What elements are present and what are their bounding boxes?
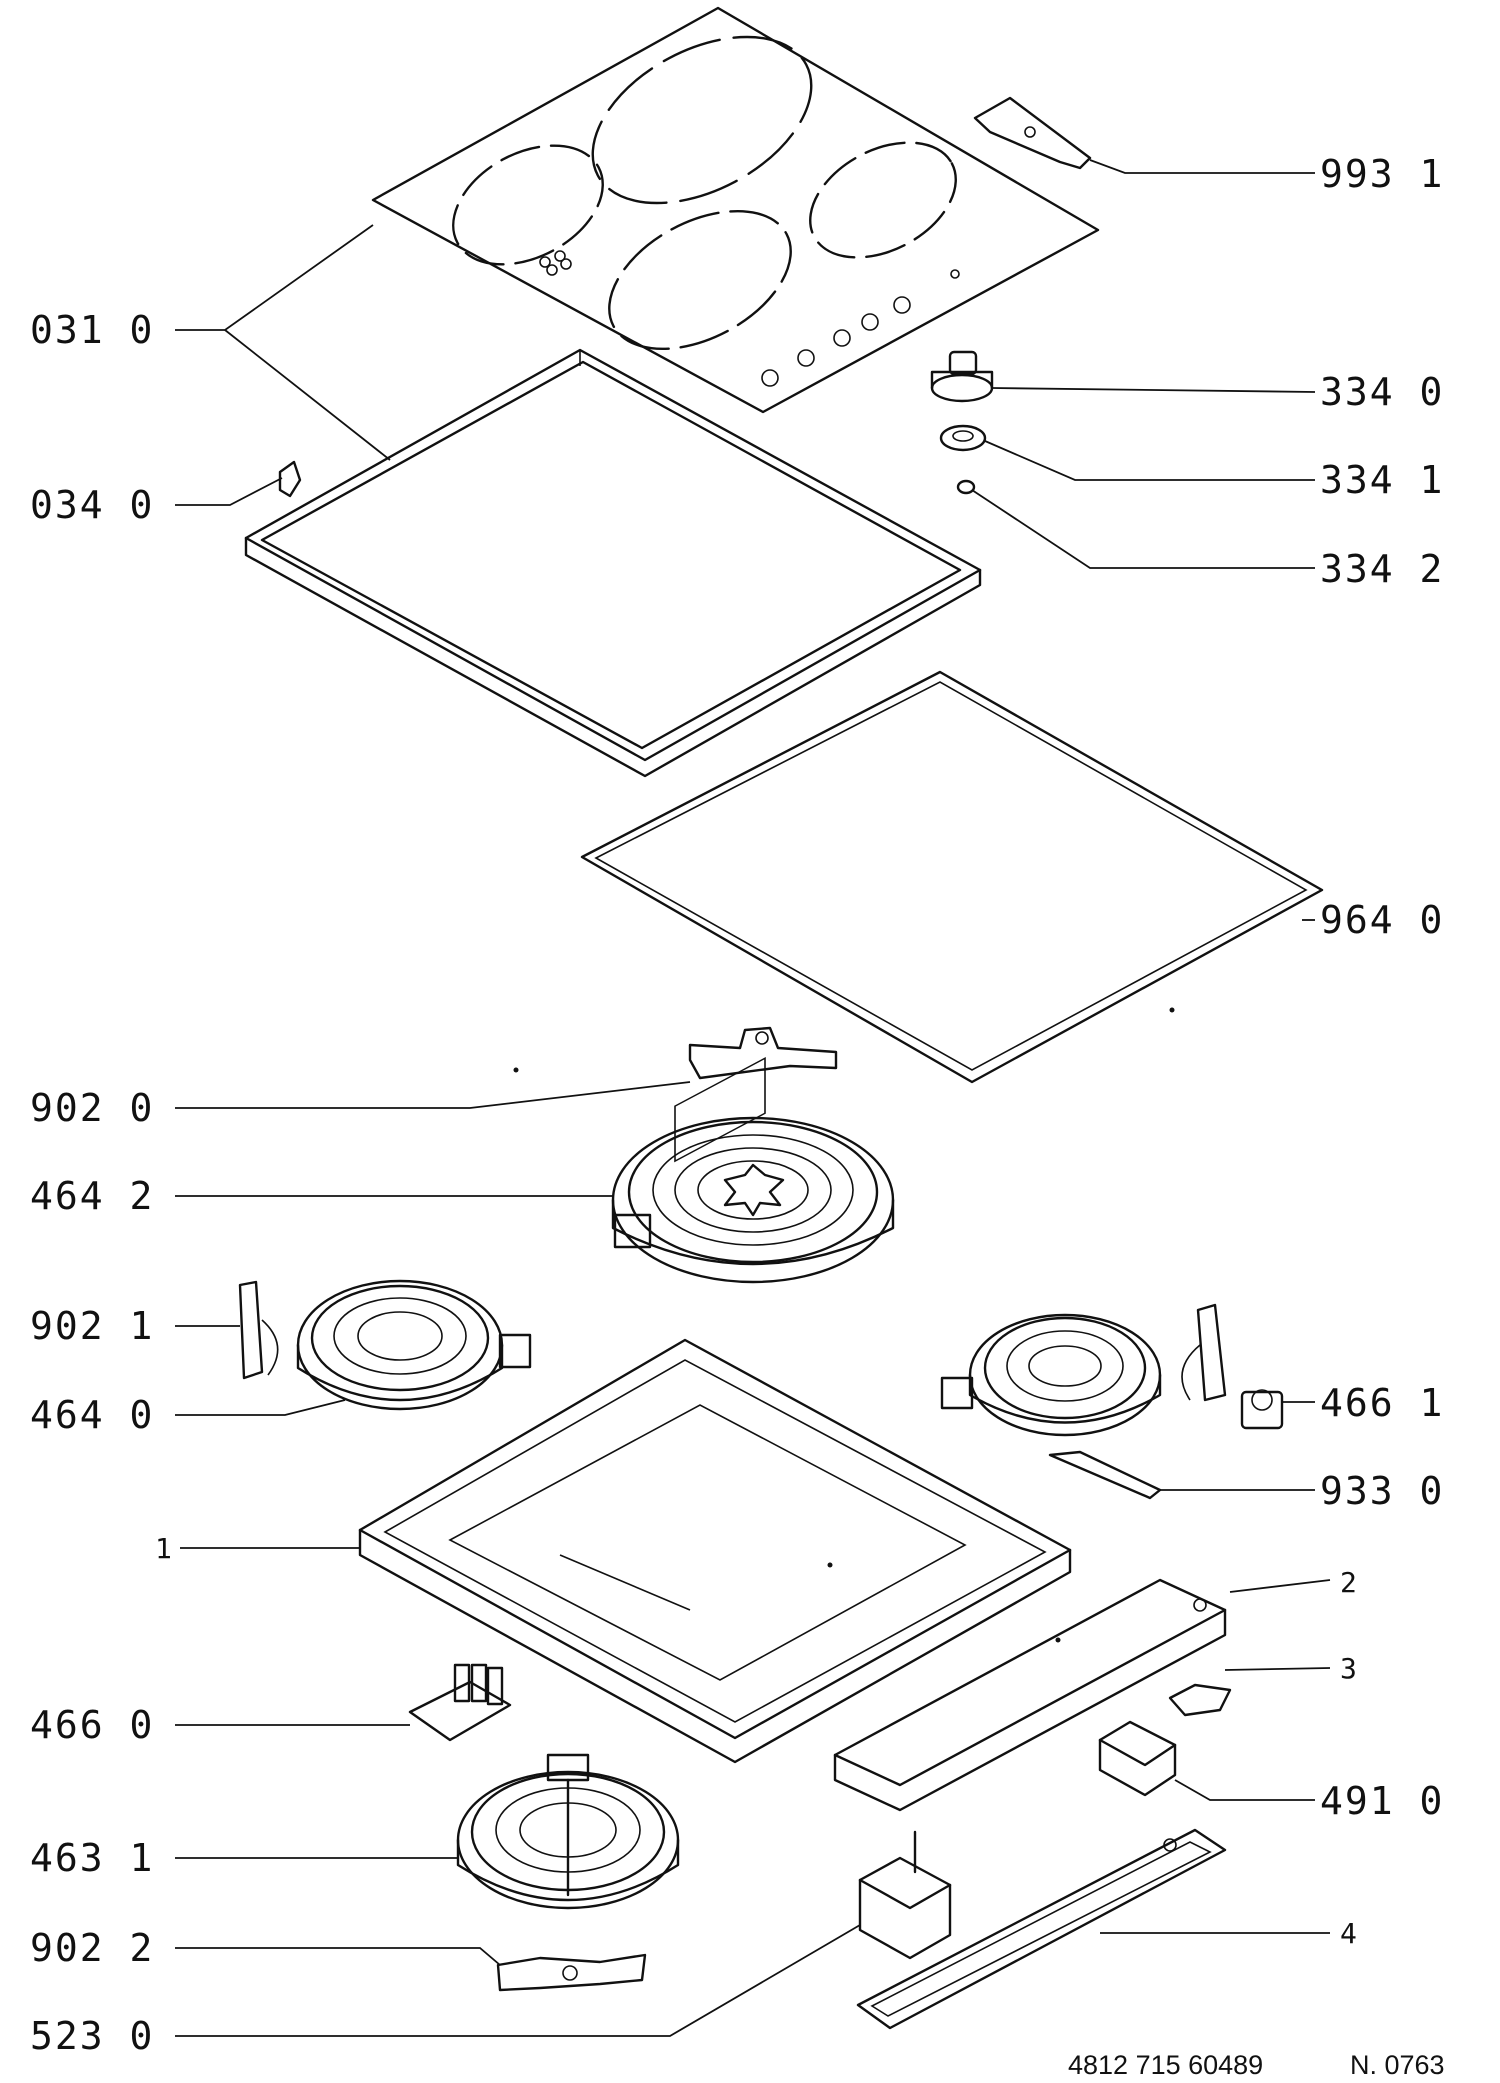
rail-4 bbox=[856, 1828, 1227, 2030]
hob-frame bbox=[244, 348, 982, 778]
label-902-1: 902 1 bbox=[30, 1304, 154, 1348]
label-1: 1 bbox=[155, 1532, 172, 1565]
label-464-0: 464 0 bbox=[30, 1393, 154, 1437]
gasket-964-0 bbox=[580, 670, 1324, 1084]
bracket-902-1 bbox=[238, 1280, 279, 1380]
part-034-0 bbox=[278, 460, 302, 498]
part-993-1 bbox=[973, 96, 1092, 170]
sheet-number: N. 0763 bbox=[1350, 2050, 1445, 2080]
part-491-0 bbox=[1098, 1720, 1177, 1797]
label-466-1: 466 1 bbox=[1320, 1381, 1444, 1425]
heating-element-463-1 bbox=[456, 1753, 680, 1910]
control-strip-2 bbox=[833, 1578, 1227, 1812]
label-491-0: 491 0 bbox=[1320, 1779, 1444, 1823]
label-466-0: 466 0 bbox=[30, 1703, 154, 1747]
base-tray-1 bbox=[358, 1057, 1072, 1764]
label-334-2: 334 2 bbox=[1320, 547, 1444, 591]
leader-lines bbox=[175, 159, 1331, 2037]
part-3 bbox=[1168, 1683, 1232, 1717]
heating-element-464-2 bbox=[611, 1116, 895, 1284]
knob-334-0 bbox=[930, 350, 994, 403]
label-902-2: 902 2 bbox=[30, 1926, 154, 1970]
label-3: 3 bbox=[1340, 1652, 1357, 1685]
part-466-1 bbox=[1240, 1389, 1284, 1430]
switch-523-0 bbox=[858, 1830, 952, 1960]
doc-number: 4812 715 60489 bbox=[1068, 2050, 1263, 2080]
label-2: 2 bbox=[1340, 1566, 1357, 1599]
label-4: 4 bbox=[1340, 1917, 1357, 1950]
bracket-902-2 bbox=[496, 1953, 647, 1992]
part-933-0 bbox=[1048, 1450, 1162, 1500]
heating-element-464-0 bbox=[296, 1279, 532, 1411]
label-034-0: 034 0 bbox=[30, 483, 154, 527]
bracket-902-0 bbox=[688, 1026, 838, 1080]
label-334-0: 334 0 bbox=[1320, 370, 1444, 414]
knob-spring-334-2 bbox=[956, 479, 976, 495]
label-964-0: 964 0 bbox=[1320, 898, 1444, 942]
bracket-right bbox=[1181, 1303, 1227, 1402]
label-463-1: 463 1 bbox=[30, 1836, 154, 1880]
label-464-2: 464 2 bbox=[30, 1174, 154, 1218]
knob-ring-334-1 bbox=[939, 424, 987, 452]
heating-element-right bbox=[940, 1313, 1162, 1437]
part-466-0 bbox=[408, 1663, 512, 1742]
label-902-0: 902 0 bbox=[30, 1086, 154, 1130]
ceramic-hob-top bbox=[371, 6, 1100, 414]
label-933-0: 933 0 bbox=[1320, 1469, 1444, 1513]
label-523-0: 523 0 bbox=[30, 2014, 154, 2058]
label-334-1: 334 1 bbox=[1320, 458, 1444, 502]
label-031-0: 031 0 bbox=[30, 308, 154, 352]
label-993-1: 993 1 bbox=[1320, 152, 1444, 196]
